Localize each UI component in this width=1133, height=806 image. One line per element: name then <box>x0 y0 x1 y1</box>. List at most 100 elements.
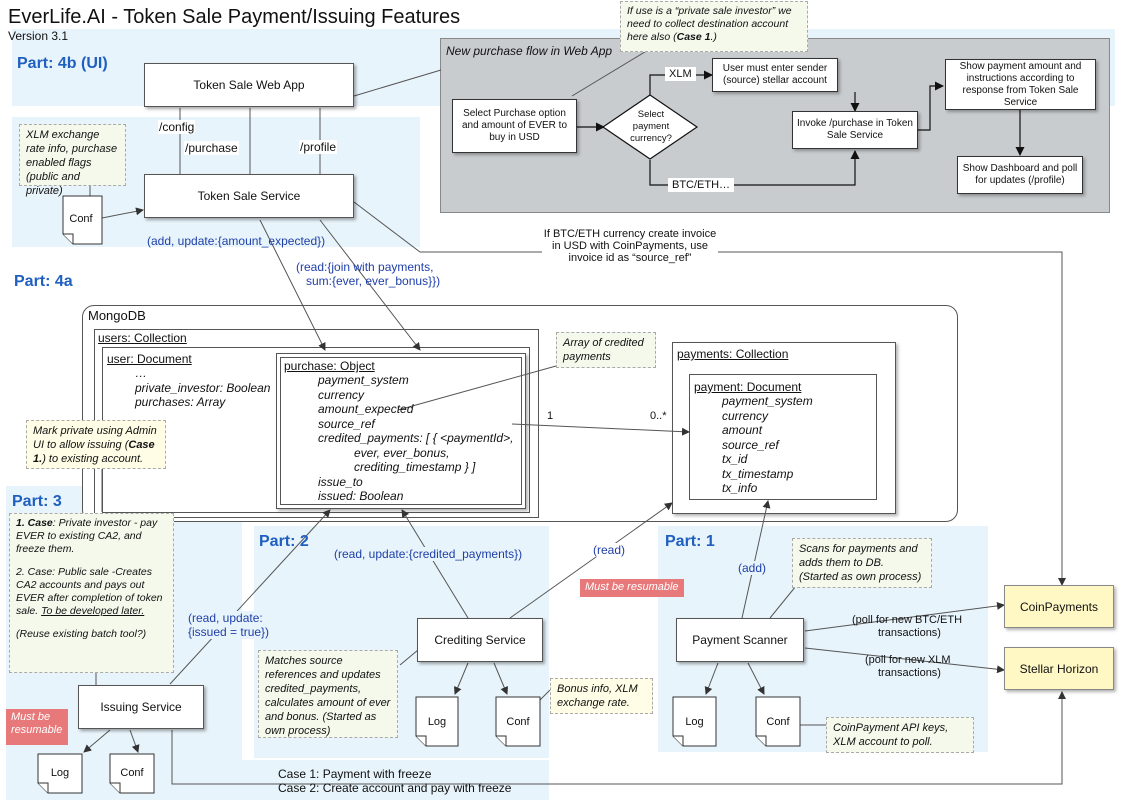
coinpayments-box[interactable]: CoinPayments <box>1004 585 1114 628</box>
credited-payments-note: Array of credited payments <box>556 332 656 368</box>
select-currency-decision[interactable]: Select payment currency? <box>630 109 672 144</box>
btc-eth-branch-label: BTC/ETH… <box>668 178 735 192</box>
case-line-2: Case 2: Create account and pay with free… <box>278 781 512 795</box>
case-2-text: 2. Case: Public sale -Creates CA2 accoun… <box>16 566 167 618</box>
issuing-read-update-2: {issued = true}) <box>188 625 270 639</box>
show-dashboard-box[interactable]: Show Dashboard and poll for updates (/pr… <box>957 156 1083 194</box>
payment-field: tx_info <box>722 481 758 495</box>
case-line-1: Case 1: Payment with freeze <box>278 767 432 781</box>
poll-xlm-label-1: (poll for new XLM <box>865 654 951 666</box>
case-1-label: 1. Case <box>16 517 53 529</box>
private-investor-note: If use is a “private sale investor” we n… <box>620 1 808 52</box>
poll-btc-label-2: transactions) <box>878 627 941 639</box>
crediting-note: Matches source references and updates cr… <box>258 650 398 738</box>
flow-caption: New purchase flow in Web App <box>446 44 613 58</box>
crediting-service-box[interactable]: Crediting Service <box>417 618 543 662</box>
issuing-cases-note: 1. Case: Private investor - pay EVER to … <box>9 513 174 673</box>
tss-read-join-label-2: sum:{ever, ever_bonus}}) <box>306 274 441 288</box>
purchase-object-inner <box>280 357 522 505</box>
page-title: EverLife.AI - Token Sale Payment/Issuing… <box>8 6 461 28</box>
route-profile-label: /profile <box>299 140 338 154</box>
select-purchase-box[interactable]: Select Purchase option and amount of EVE… <box>452 99 577 153</box>
user-field: … <box>135 366 147 380</box>
case-2-later: To be developed later. <box>41 605 145 617</box>
tss-add-update-label: (add, update:{amount_expected}) <box>147 234 326 248</box>
stellar-horizon-box[interactable]: Stellar Horizon <box>1004 647 1114 690</box>
issuing-log-doc: Log <box>50 767 70 779</box>
version-label: Version 3.1 <box>8 29 69 43</box>
part-1-label: Part: 1 <box>665 533 715 550</box>
crediting-conf-doc: Conf <box>506 716 530 728</box>
case-lines-region <box>170 760 549 800</box>
xlm-branch-label: XLM <box>665 67 696 81</box>
payment-field: amount <box>722 423 763 437</box>
invoke-purchase-box[interactable]: Invoke /purchase in Token Sale Service <box>792 111 918 149</box>
part-4b-label: Part: 4b (UI) <box>17 55 108 72</box>
route-purchase-label: /purchase <box>184 141 239 155</box>
case-1-desc: : Private investor - pay EVER to existin… <box>16 517 158 555</box>
payments-collection-label: payments: Collection <box>677 347 789 361</box>
purchase-field: currency <box>318 387 365 402</box>
users-collection-label: users: Collection <box>98 331 187 345</box>
issuing-read-update-1: (read, update: <box>188 611 263 625</box>
payment-field: tx_id <box>722 452 748 466</box>
payment-document-label: payment: Document <box>694 380 802 394</box>
purchase-object-label: purchase: Object <box>284 359 375 373</box>
sender-account-box[interactable]: User must enter sender (source) stellar … <box>712 58 838 92</box>
part-2-label: Part: 2 <box>259 533 309 550</box>
purchase-field: crediting_timestamp } ] <box>354 460 476 474</box>
tss-read-join-label-1: (read:{join with payments, <box>296 260 434 274</box>
xlm-exchange-note: XLM exchange rate info, purchase enabled… <box>19 124 126 197</box>
payment-field: source_ref <box>722 437 779 452</box>
mark-private-case: Case 1. <box>33 439 155 465</box>
route-config-label: /config <box>158 120 196 134</box>
mongodb-label: MongoDB <box>88 308 146 323</box>
private-note-pre: If use is a “private sale investor” we n… <box>627 5 792 43</box>
case-2-desc: 2. Case: Public sale -Creates CA2 accoun… <box>16 566 163 617</box>
private-note-case: Case 1 <box>676 31 711 43</box>
crediting-resumable-badge: Must be resumable <box>580 579 684 597</box>
purchase-field: issued: Boolean <box>318 489 404 503</box>
purchase-field: issue_to <box>318 474 363 489</box>
crediting-read-update-label: (read, update:{credited_payments}) <box>334 547 523 561</box>
mark-private-note: Mark private using Admin UI to allow iss… <box>26 420 166 469</box>
multiplicity-many: 0..* <box>650 410 667 422</box>
show-payment-box[interactable]: Show payment amount and instructions acc… <box>945 59 1096 110</box>
scanner-note: Scans for payments and adds them to DB. … <box>792 538 932 588</box>
purchase-field: ever, ever_bonus, <box>354 445 450 460</box>
token-sale-web-app-box[interactable]: Token Sale Web App <box>144 63 354 107</box>
api-keys-note: CoinPayment API keys, XLM account to pol… <box>826 717 974 753</box>
purchase-field: source_ref <box>318 416 375 431</box>
private-note-post: .) <box>710 31 717 43</box>
payment-field: currency <box>722 408 769 423</box>
scanner-log-doc: Log <box>685 716 704 728</box>
payment-fields: payment_system currency amount source_re… <box>722 394 813 496</box>
purchase-field: credited_payments: [ { <paymentId>, <box>318 431 514 445</box>
payment-field: tx_timestamp <box>722 466 794 481</box>
scanner-conf-doc: Conf <box>766 716 790 728</box>
case-1-text: 1. Case: Private investor - pay EVER to … <box>16 517 167 556</box>
purchase-field: amount_expected <box>318 402 414 416</box>
multiplicity-one: 1 <box>547 410 554 422</box>
bonus-info-note: Bonus info, XLM exchange rate. <box>550 678 653 714</box>
part-4a-label: Part: 4a <box>14 273 73 290</box>
mark-private-pre: Mark private using Admin UI to allow iss… <box>33 425 157 451</box>
user-field: purchases: Array <box>135 395 226 409</box>
scanner-add-label: (add) <box>738 561 767 575</box>
payment-field: payment_system <box>722 394 813 408</box>
user-fields: … private_investor: Boolean purchases: A… <box>135 366 270 410</box>
invoice-note: If BTC/ETH currency create invoice in US… <box>542 228 718 264</box>
crediting-log-doc: Log <box>427 716 447 728</box>
mark-private-post: ) to existing account. <box>42 453 144 465</box>
poll-xlm-label-2: transactions) <box>878 667 941 679</box>
issuing-service-box[interactable]: Issuing Service <box>78 685 204 729</box>
token-sale-service-box[interactable]: Token Sale Service <box>144 174 354 218</box>
purchase-field: payment_system <box>318 373 409 387</box>
payment-scanner-box[interactable]: Payment Scanner <box>676 618 804 662</box>
poll-btc-label-1: (poll for new BTC/ETH <box>852 614 963 626</box>
purchase-fields: payment_system currency amount_expected … <box>318 373 513 504</box>
tss-conf-doc: Conf <box>69 213 93 225</box>
user-document-label: user: Document <box>107 352 192 366</box>
issuing-conf-doc: Conf <box>120 767 144 779</box>
